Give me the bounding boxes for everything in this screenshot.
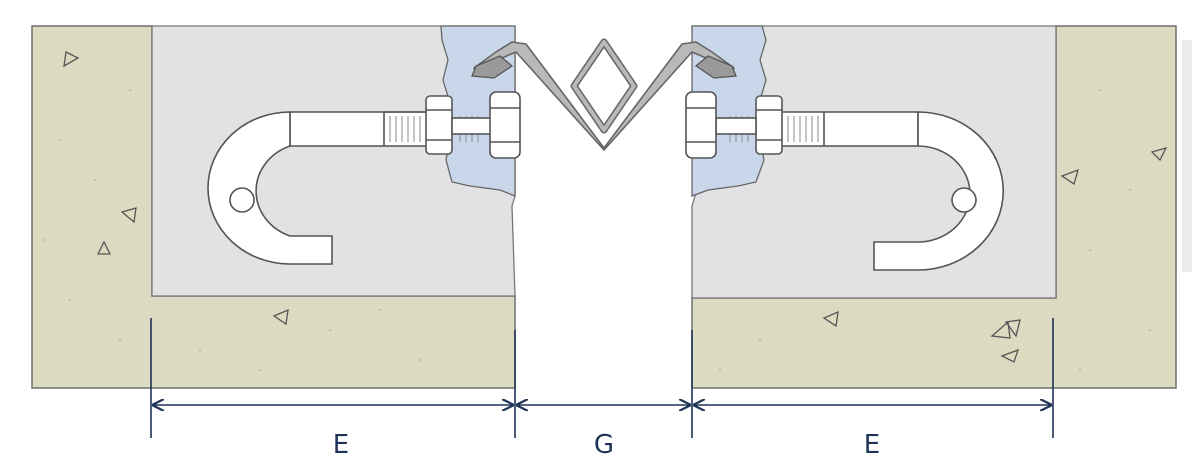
- aggregate-mark: [1150, 146, 1168, 162]
- right-seal-lock: [694, 55, 737, 79]
- aggregate-mark: [1004, 319, 1021, 338]
- aggregate-mark: [1000, 348, 1020, 363]
- right-side-panel: [1182, 40, 1192, 272]
- left-anchor-bolt: [207, 91, 521, 265]
- strip-seal-gland: [473, 41, 735, 151]
- aggregate-mark: [990, 320, 1011, 339]
- aggregate-mark: [120, 207, 137, 224]
- gap-width-label: G: [594, 430, 614, 460]
- aggregate-mark: [272, 308, 289, 326]
- right-anchor-bolt: [685, 91, 1004, 271]
- aggregate-mark: [822, 310, 839, 328]
- left-seal-lock: [471, 55, 514, 79]
- strip-seal-diamond-inner: [572, 40, 636, 132]
- left-edge-distance-label: E: [333, 430, 349, 460]
- strip-seal-diamond: [570, 38, 638, 134]
- aggregate-mark: [63, 51, 80, 68]
- right-edge-distance-label: E: [864, 430, 880, 460]
- dimension-lines: [150, 318, 1054, 438]
- aggregate-mark: [96, 240, 112, 255]
- aggregate-mark: [1060, 168, 1079, 186]
